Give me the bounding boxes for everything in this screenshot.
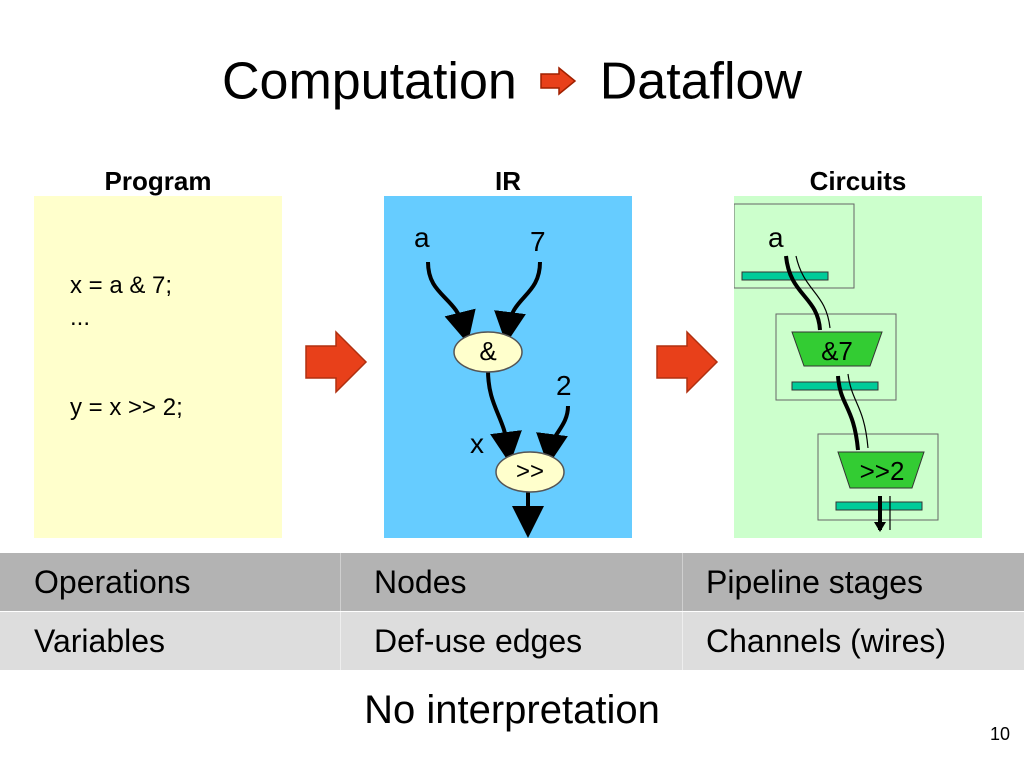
table-cell: Operations xyxy=(34,564,191,600)
code-line-2: ... xyxy=(70,304,91,331)
ir-const-2: 2 xyxy=(556,370,572,401)
slide-title: Computation Dataflow xyxy=(0,38,1024,118)
edge-x xyxy=(486,369,522,464)
title-left: Computation xyxy=(221,52,517,111)
ir-shift-label: >> xyxy=(515,458,545,485)
circuit-input-a: a xyxy=(768,222,784,253)
ir-input-a: a xyxy=(414,222,430,253)
circuit-stage-and-label: &7 xyxy=(821,336,853,366)
table-cell: Channels (wires) xyxy=(706,623,947,659)
register-a xyxy=(741,271,829,281)
ir-heading: IR xyxy=(495,166,521,196)
ir-and-label: & xyxy=(479,336,497,366)
program-panel: x = a & 7; ... y = x >> 2; xyxy=(34,196,282,538)
table-cell: Pipeline stages xyxy=(706,564,924,600)
right-arrow-icon xyxy=(540,66,577,96)
register-and xyxy=(791,381,879,391)
ir-graph xyxy=(426,261,570,538)
footer-text: No interpretation xyxy=(364,688,660,732)
stage-shift xyxy=(837,451,925,489)
circuits-panel: a &7 >>2 xyxy=(734,196,982,538)
table-row: Operations Nodes Pipeline stages xyxy=(0,553,1024,611)
code-line-1: x = a & 7; xyxy=(70,272,173,299)
right-arrow-icon xyxy=(305,330,368,394)
edge-a-to-and xyxy=(426,261,476,344)
circuits-heading: Circuits xyxy=(809,166,907,196)
ir-var-x: x xyxy=(470,428,484,459)
code-line-4: y = x >> 2; xyxy=(70,394,183,421)
table-row: Variables Def-use edges Channels (wires) xyxy=(0,612,1024,670)
circuit-stage-shift-label: >>2 xyxy=(859,456,905,486)
ir-input-7: 7 xyxy=(530,226,546,257)
and-node xyxy=(453,331,523,373)
table-cell: Nodes xyxy=(374,564,467,600)
page-number: 10 xyxy=(989,724,1010,744)
edge-2-to-shift xyxy=(536,405,570,466)
stage-and xyxy=(791,331,883,367)
ir-panel: a 7 & 2 x >> xyxy=(384,196,632,538)
right-arrow-icon xyxy=(656,330,719,394)
title-right: Dataflow xyxy=(599,52,803,111)
table-cell: Variables xyxy=(34,623,166,659)
table-cell: Def-use edges xyxy=(374,623,583,659)
program-heading: Program xyxy=(104,166,212,196)
circuit-diagram xyxy=(734,203,939,532)
shift-node xyxy=(495,451,565,493)
edge-7-to-and xyxy=(494,261,542,344)
